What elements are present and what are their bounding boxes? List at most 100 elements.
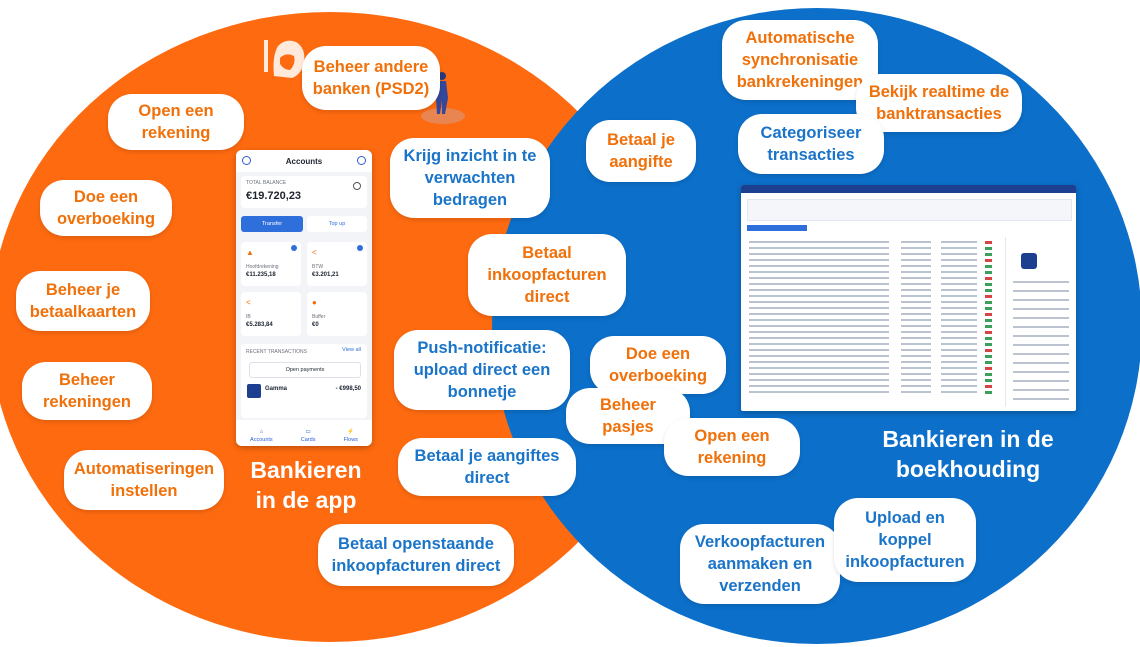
account-card-buffer[interactable]: ● Buffer €0	[307, 292, 367, 336]
piggy-icon: ●	[312, 298, 317, 307]
total-balance-value: €19.720,23	[246, 190, 302, 202]
table-cell	[941, 301, 977, 303]
account-value: €3.201,21	[312, 272, 339, 278]
tab-accounts[interactable]: ⌂Accounts	[250, 429, 273, 443]
tab-bar: ⌂Accounts ▭Cards ⚡ Flows	[236, 420, 372, 446]
table-cell	[941, 295, 977, 297]
lion-logo-icon	[264, 40, 305, 78]
account-card-btw[interactable]: < BTW €3.201,21	[307, 242, 367, 286]
table-row	[749, 373, 889, 375]
table-cell	[901, 241, 931, 243]
table-cell	[941, 349, 977, 351]
flow-icon: ⚡	[347, 429, 355, 435]
table-cell	[941, 331, 977, 333]
table-row	[749, 241, 889, 243]
status-flag	[985, 264, 992, 268]
account-card-ib[interactable]: < IB €5.283,84	[241, 292, 301, 336]
transfer-button[interactable]: Transfer	[241, 216, 303, 232]
total-balance-label: TOTAL BALANCE	[246, 180, 287, 186]
table-cell	[901, 343, 931, 345]
topup-button[interactable]: Top up	[307, 216, 367, 232]
open-payments-button[interactable]: Open payments	[249, 362, 361, 378]
bubble-push-notificatie: Push-notificatie: upload direct een bonn…	[394, 330, 570, 410]
table-cell	[901, 265, 931, 267]
table-row	[749, 301, 889, 303]
share-icon: <	[246, 298, 251, 307]
table-cell	[941, 373, 977, 375]
tab-flows[interactable]: ⚡ Flows	[344, 429, 358, 443]
more-icon	[353, 182, 361, 190]
bubble-betaal-aangifte: Betaal je aangifte	[586, 120, 696, 182]
table-cell	[941, 367, 977, 369]
side-panel-line	[1013, 380, 1069, 382]
bank-icon: ⌂	[259, 429, 264, 435]
badge-icon	[357, 245, 363, 251]
account-name: IB	[246, 314, 251, 320]
status-flag	[985, 306, 992, 310]
status-flag	[985, 366, 992, 370]
table-row	[749, 271, 889, 273]
status-flag	[985, 240, 992, 244]
table-cell	[941, 241, 977, 243]
status-flag	[985, 246, 992, 250]
table-cell	[941, 361, 977, 363]
table-row	[749, 385, 889, 387]
table-row	[749, 391, 889, 393]
transaction-value: - €998,50	[335, 386, 361, 392]
accounting-title: Bankieren in de boekhouding	[882, 426, 1054, 482]
add-icon	[357, 156, 366, 165]
table-row	[749, 355, 889, 357]
merchant-logo	[247, 384, 261, 398]
status-flag	[985, 372, 992, 376]
view-all-link[interactable]: View all	[342, 347, 361, 353]
table-cell	[941, 283, 977, 285]
bubble-upload-koppel: Upload en koppel inkoopfacturen	[834, 498, 976, 582]
status-flag	[985, 252, 992, 256]
table-cell	[941, 355, 977, 357]
app-title: Bankieren in de app	[250, 457, 362, 513]
tab-cards[interactable]: ▭Cards	[301, 429, 316, 443]
table-cell	[901, 247, 931, 249]
table-cell	[941, 307, 977, 309]
table-cell	[901, 313, 931, 315]
share-icon: <	[312, 248, 317, 257]
table-row	[749, 283, 889, 285]
status-flag	[985, 378, 992, 382]
table-row	[749, 319, 889, 321]
side-panel-line	[1013, 290, 1069, 292]
table-cell	[941, 265, 977, 267]
status-flag	[985, 330, 992, 334]
status-flag	[985, 324, 992, 328]
table-cell	[901, 325, 931, 327]
table-row	[749, 307, 889, 309]
status-flag	[985, 258, 992, 262]
side-panel-line	[1013, 335, 1069, 337]
table-cell	[941, 289, 977, 291]
side-panel-line	[1013, 308, 1069, 310]
bubble-categoriseer: Categoriseer transacties	[738, 114, 884, 174]
side-panel-line	[1013, 299, 1069, 301]
account-card-hoofdrekening[interactable]: ▲ Hoofdrekening €11.235,18	[241, 242, 301, 286]
tab-label: Flows	[343, 437, 358, 443]
bubble-overboeking-boekhouding: Doe een overboeking	[590, 336, 726, 394]
bubble-betaal-inkoopfacturen: Betaal inkoopfacturen direct	[468, 234, 626, 316]
side-panel-line	[1013, 362, 1069, 364]
status-flag	[985, 390, 992, 394]
account-value: €0	[312, 322, 319, 328]
phone-header: Accounts	[236, 150, 372, 172]
transaction-name: Gamma	[265, 386, 288, 392]
badge-icon	[291, 245, 297, 251]
table-row	[749, 325, 889, 327]
status-flag	[985, 360, 992, 364]
table-cell	[901, 379, 931, 381]
account-name: Buffer	[312, 314, 326, 320]
bubble-betaal-aangiftes: Betaal je aangiftes direct	[398, 438, 576, 496]
side-panel-line	[1013, 371, 1069, 373]
table-cell	[901, 301, 931, 303]
side-panel-line	[1013, 317, 1069, 319]
status-flag	[985, 348, 992, 352]
desktop-summary-panels	[747, 199, 1072, 221]
status-flag	[985, 288, 992, 292]
table-row	[749, 277, 889, 279]
recent-transactions-label: RECENT TRANSACTIONS	[246, 349, 307, 355]
